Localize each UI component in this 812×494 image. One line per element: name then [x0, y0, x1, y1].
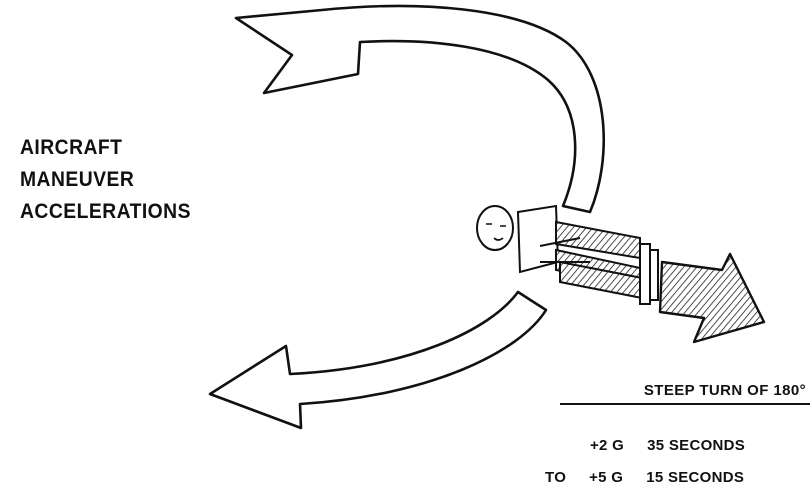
title-line-2: MANEUVER	[20, 168, 135, 191]
g-load-value: +2 G	[590, 437, 625, 454]
diagram-title: AIRCRAFT MANEUVER ACCELERATIONS	[20, 132, 206, 228]
lower-curved-arrow-icon	[208, 290, 548, 430]
caption-row-1: +2 G 35 SECONDS	[590, 437, 745, 454]
caption-row-2: TO +5 G 15 SECONDS	[545, 469, 744, 486]
upper-curved-arrow-icon	[234, 4, 606, 214]
caption-heading: STEEP TURN OF 180°	[560, 382, 810, 405]
title-line-1: AIRCRAFT	[20, 136, 123, 159]
duration-value: 15 SECONDS	[646, 469, 745, 486]
g-load-value: +5 G	[589, 469, 624, 486]
title-line-3: ACCELERATIONS	[20, 200, 191, 223]
maneuver-caption: STEEP TURN OF 180°	[560, 382, 810, 405]
range-prefix: TO	[545, 469, 567, 486]
pilot-figure-icon	[476, 204, 659, 305]
acceleration-vector-icon	[658, 252, 766, 344]
duration-value: 35 SECONDS	[647, 437, 746, 454]
